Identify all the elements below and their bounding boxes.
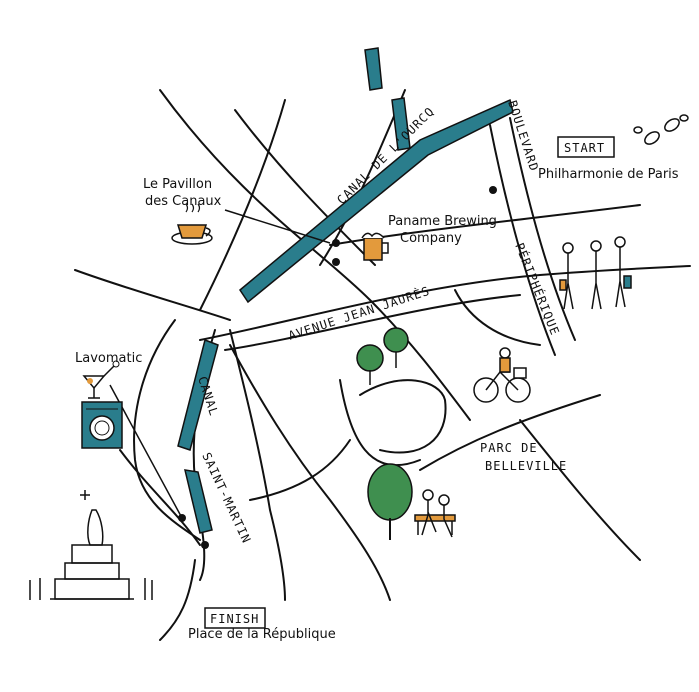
bench-people-icon: [414, 489, 456, 538]
trees-icon: [356, 327, 409, 385]
park-loop: [359, 379, 447, 454]
canal-ourcq: [239, 98, 514, 304]
road-canal-side: [234, 109, 376, 266]
road-finish: [159, 559, 196, 641]
canal-saint-martin-south: [184, 469, 213, 534]
coffee-cup-icon: [171, 203, 213, 245]
road-west: [74, 269, 231, 321]
walkers-icon: [559, 236, 632, 310]
park-road-1: [454, 289, 541, 346]
canal-saint-martin-north: [177, 338, 219, 451]
park-road-east: [419, 394, 601, 471]
park-label-1: PARC DE: [480, 441, 538, 455]
pavillon-label-2: des Canaux: [145, 194, 222, 209]
paname-label-2: Company: [400, 231, 462, 246]
cyclist-icon: [473, 347, 531, 403]
finish-marker: FINISH: [210, 612, 259, 626]
avenue-north-line: [199, 265, 691, 341]
beer-mug-icon: [361, 232, 389, 261]
start-place-label: Philharmonie de Paris: [538, 167, 679, 182]
boulevard-label: BOULEVARD: [505, 99, 541, 174]
road-south-2: [229, 344, 391, 601]
cocktail-icon: [82, 360, 120, 399]
canals: [177, 47, 514, 534]
lavomatic-road: [119, 449, 201, 546]
road-north-west: [199, 99, 286, 311]
road-southwest: [133, 319, 201, 541]
park-label-2: BELLEVILLE: [485, 459, 567, 473]
park-loop-west: [339, 379, 421, 467]
finish-box: [204, 607, 266, 629]
road-diagonal-north: [159, 89, 471, 421]
start-box: [557, 136, 615, 158]
road-south-1: [249, 439, 351, 501]
canal-east-road: [229, 329, 286, 601]
pavillon-pointer: [224, 209, 331, 244]
boulevard-east-line: [489, 124, 556, 356]
stop-republique: [201, 541, 209, 549]
park-road-south: [519, 419, 641, 561]
avenue-south-line: [224, 294, 521, 351]
finish-place-label: Place de la République: [188, 627, 336, 642]
paname-label-1: Paname Brewing: [388, 214, 497, 229]
washing-machine-icon: [81, 401, 123, 449]
stop-pavillon: [332, 239, 340, 247]
big-tree-icon: [367, 463, 413, 540]
pavillon-label-1: Le Pavillon: [143, 177, 212, 192]
lavomatic-label: Lavomatic: [75, 351, 142, 366]
start-marker: START: [564, 141, 605, 155]
stop-paname: [332, 258, 340, 266]
footprints-icon: [633, 114, 689, 145]
canal-ourcq-branch-north: [364, 47, 383, 91]
boulevard-west-line: [509, 117, 576, 341]
stop-philharmonie: [489, 186, 497, 194]
statue-icon: [29, 490, 153, 600]
